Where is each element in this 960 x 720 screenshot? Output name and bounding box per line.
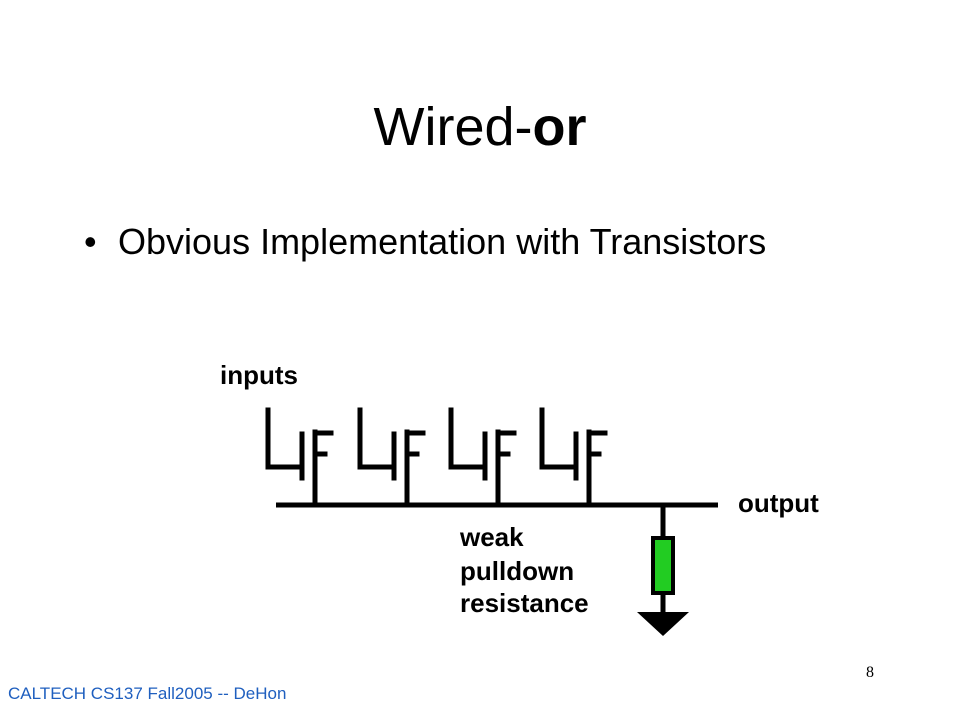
pulldown-resistor [651, 536, 675, 595]
transistor-2 [357, 407, 426, 508]
slide-title: Wired-or [0, 95, 960, 159]
transistor-3 [448, 407, 517, 508]
bullet-item: • Obvious Implementation with Transistor… [84, 218, 784, 265]
transistor-1 [265, 407, 334, 508]
ground-icon [637, 612, 689, 636]
inputs-label: inputs [220, 360, 298, 390]
output-label: output [738, 488, 819, 518]
bullet-dot-icon: • [84, 221, 97, 262]
slide-title-emphasis: or [532, 97, 587, 157]
pulldown-label-line-2: pulldown [460, 556, 574, 586]
transistor-4 [539, 407, 608, 508]
pulldown-label-line-1: weak [459, 522, 524, 552]
pulldown-label-line-3: resistance [460, 588, 589, 618]
transistor-group [265, 407, 608, 508]
page-number: 8 [866, 664, 874, 681]
footer-text: CALTECH CS137 Fall2005 -- DeHon [8, 684, 287, 703]
bullet-list: • Obvious Implementation with Transistor… [84, 218, 784, 265]
slide-title-prefix: Wired- [373, 97, 533, 157]
bullet-text: Obvious Implementation with Transistors [118, 221, 767, 262]
